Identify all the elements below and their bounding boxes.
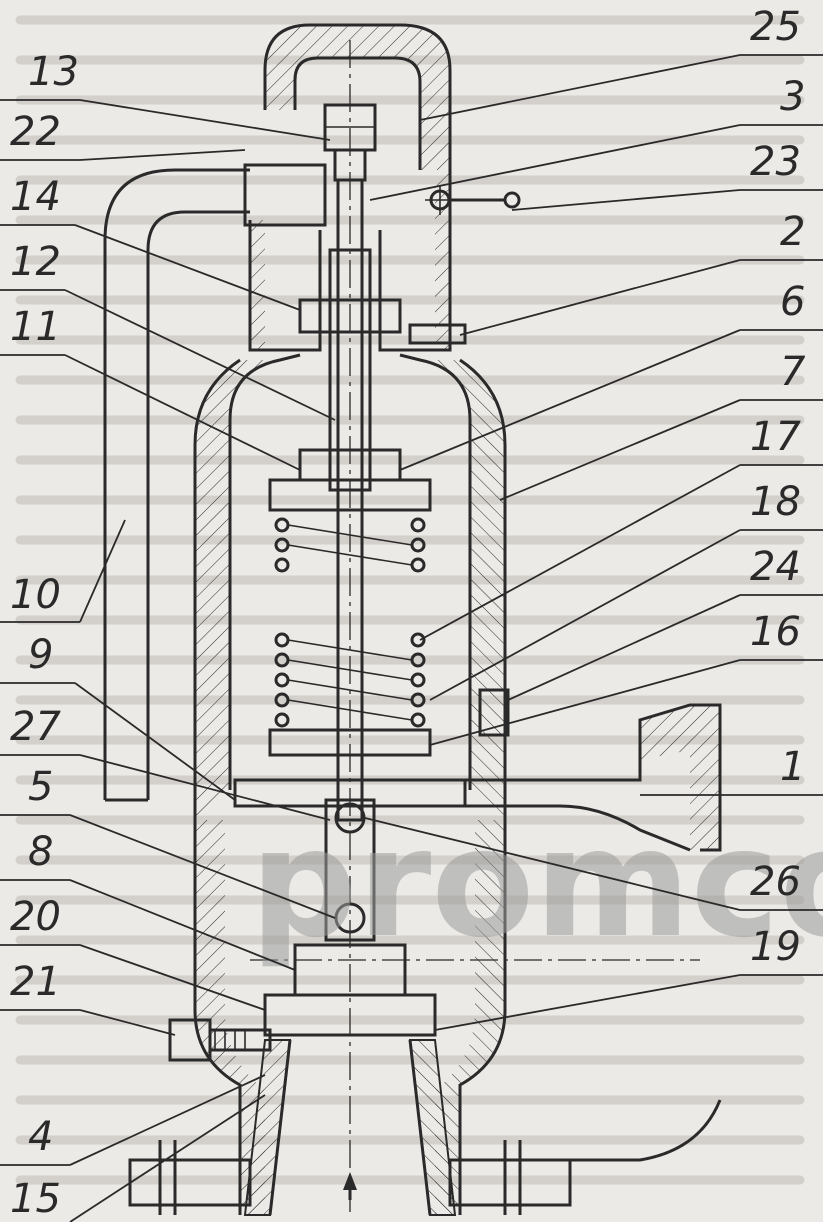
lever-arm (103, 163, 327, 802)
callout-21: 21 (0, 959, 176, 1036)
svg-text:15: 15 (10, 1176, 61, 1222)
body-flange (233, 703, 722, 852)
svg-text:10: 10 (10, 572, 61, 618)
callout-27: 27 (0, 704, 331, 821)
svg-text:19: 19 (750, 924, 801, 970)
svg-text:4: 4 (28, 1114, 53, 1160)
callout-5: 5 (0, 764, 336, 919)
callout-13: 13 (0, 49, 331, 141)
svg-text:7: 7 (780, 349, 806, 395)
callout-24: 24 (507, 544, 823, 701)
callout-25: 25 (419, 4, 823, 121)
svg-text:13: 13 (28, 49, 79, 95)
callout-16: 16 (429, 609, 823, 746)
svg-text:17: 17 (750, 414, 801, 460)
callouts-left: 13 22 14 12 11 10 9 (0, 49, 336, 1222)
callout-11: 11 (0, 304, 301, 471)
svg-text:22: 22 (10, 109, 61, 155)
callout-17: 17 (419, 414, 823, 641)
callout-20: 20 (0, 894, 266, 1011)
svg-text:3: 3 (780, 74, 805, 120)
svg-text:1: 1 (780, 744, 805, 790)
svg-text:16: 16 (750, 609, 801, 655)
ball-joints (324, 798, 376, 942)
callout-15: 15 (10, 1094, 266, 1222)
callout-9: 9 (0, 632, 236, 801)
callout-1: 1 (640, 744, 823, 796)
callout-22: 22 (0, 109, 246, 161)
svg-text:20: 20 (10, 894, 61, 940)
svg-text:5: 5 (28, 764, 53, 810)
spring (274, 517, 426, 728)
adjusting-screw (168, 1018, 272, 1062)
svg-text:11: 11 (10, 304, 61, 350)
svg-text:27: 27 (10, 704, 61, 750)
cap (248, 23, 452, 352)
callout-23: 23 (511, 139, 823, 211)
callout-4: 4 (0, 1074, 266, 1166)
svg-text:14: 14 (10, 174, 61, 220)
svg-text:6: 6 (780, 279, 805, 325)
indicator-pin (425, 185, 521, 215)
callout-7: 7 (499, 349, 823, 501)
watermark: promco (250, 797, 823, 971)
nozzle (243, 1039, 457, 1216)
callout-14: 14 (0, 174, 301, 311)
flange-bolts (158, 1140, 522, 1215)
svg-text:2: 2 (780, 209, 805, 255)
callouts-right: 25 3 23 2 6 7 17 (364, 4, 823, 1031)
svg-text:26: 26 (750, 859, 801, 905)
svg-text:18: 18 (750, 479, 801, 525)
callout-12: 12 (0, 239, 336, 421)
svg-text:23: 23 (750, 139, 801, 185)
background-text (15, 15, 805, 1185)
lower-spring-plate (268, 688, 510, 757)
bonnet (193, 353, 507, 820)
svg-text:21: 21 (10, 959, 61, 1005)
svg-text:9: 9 (28, 632, 53, 678)
callout-18: 18 (429, 479, 823, 701)
svg-text:25: 25 (750, 4, 801, 50)
svg-text:8: 8 (28, 829, 53, 875)
callout-19: 19 (434, 924, 823, 1031)
callout-2: 2 (459, 209, 823, 336)
svg-text:24: 24 (750, 544, 801, 590)
stem (328, 178, 372, 822)
callout-6: 6 (399, 279, 823, 471)
callout-8: 8 (0, 829, 296, 971)
callout-10: 10 (0, 519, 126, 623)
callout-26: 26 (364, 817, 823, 911)
svg-text:12: 12 (10, 239, 61, 285)
callout-3: 3 (369, 74, 823, 201)
upper-spring-plate (268, 448, 432, 512)
